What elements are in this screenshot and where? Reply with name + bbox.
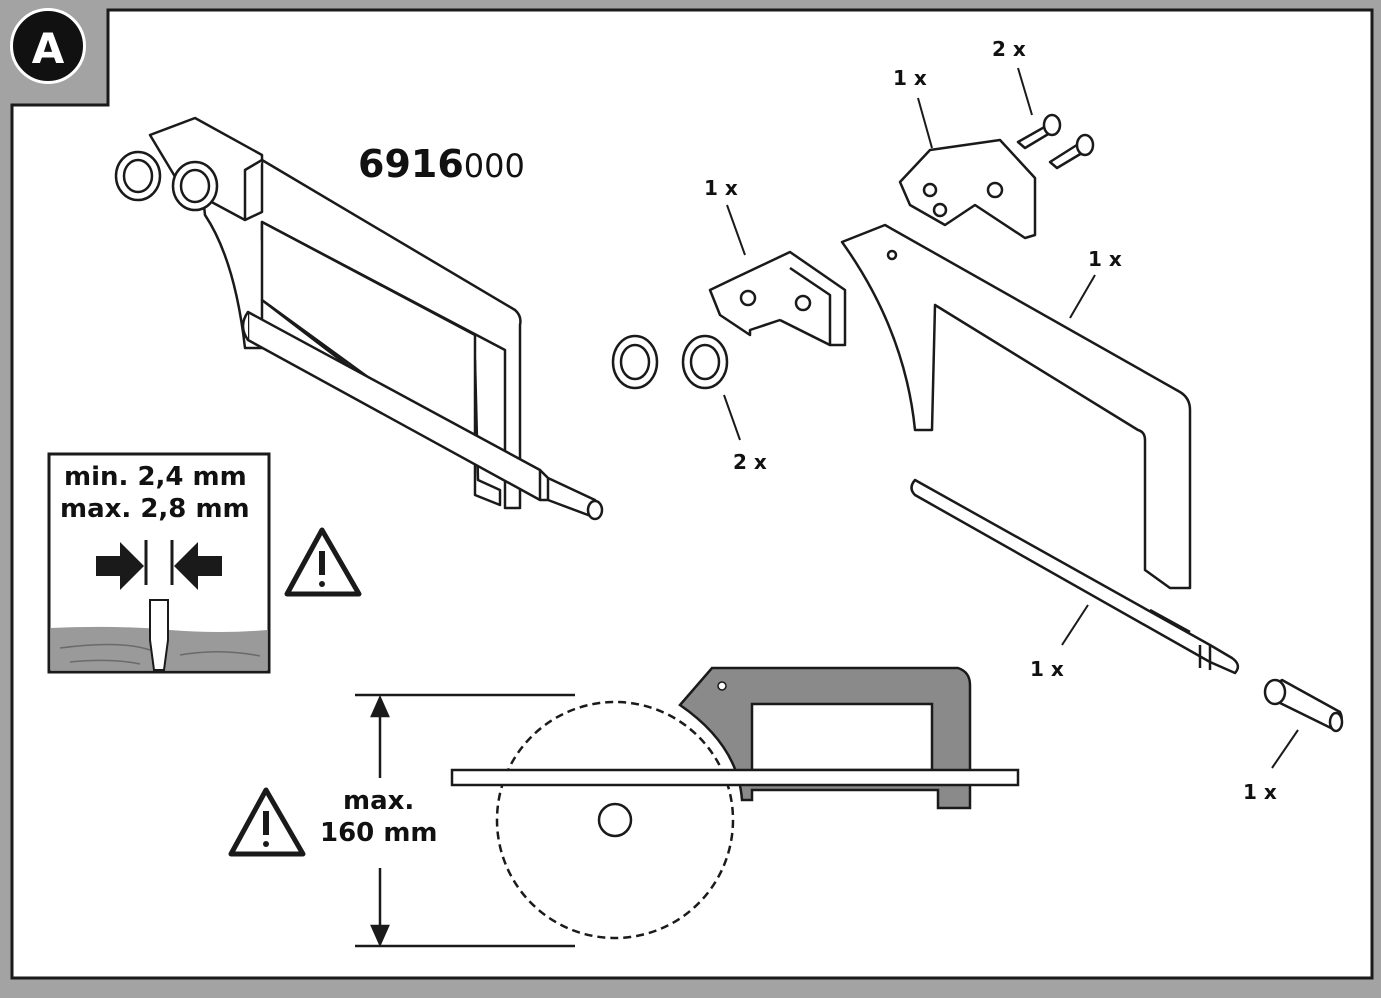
qty-roller-bracket: 1 x (704, 176, 738, 200)
qty-rollers: 2 x (733, 450, 767, 474)
gap-min-label: min. 2,4 mm (64, 462, 247, 492)
arrow-left-icon (174, 542, 222, 590)
saw-blade (495, 700, 735, 940)
height-max-label: max. (343, 786, 415, 816)
model-number: 6916000 (358, 142, 525, 186)
guide-plate-part (840, 223, 1192, 590)
rollers-part (611, 334, 729, 390)
qty-screws: 2 x (992, 37, 1026, 61)
section-badge: A (10, 8, 86, 84)
adapter-part (1263, 678, 1344, 733)
qty-adapter: 1 x (1243, 780, 1277, 804)
model-number-suffix: 000 (463, 147, 525, 185)
gap-max-label: max. 2,8 mm (60, 494, 250, 524)
saw-table (450, 768, 1020, 787)
height-value-label: 160 mm (320, 818, 438, 848)
height-dimension (355, 693, 575, 948)
roller-bracket-part (708, 250, 847, 347)
blade-tip (149, 599, 169, 671)
qty-clamp: 1 x (893, 66, 927, 90)
qty-guide-plate: 1 x (1088, 247, 1122, 271)
leader-lines (723, 67, 1299, 769)
assembled-guide-illustration (114, 116, 604, 521)
gap-spec-box (47, 452, 271, 674)
warning-icon-height (228, 787, 306, 857)
qty-rod: 1 x (1030, 657, 1064, 681)
model-number-main: 6916 (358, 142, 464, 186)
screws-part (1016, 113, 1095, 170)
blade-arbor (597, 802, 633, 838)
rod-part (910, 478, 1240, 675)
warning-icon (284, 527, 362, 597)
clamp-part (898, 138, 1037, 240)
arrow-right-icon (96, 542, 144, 590)
